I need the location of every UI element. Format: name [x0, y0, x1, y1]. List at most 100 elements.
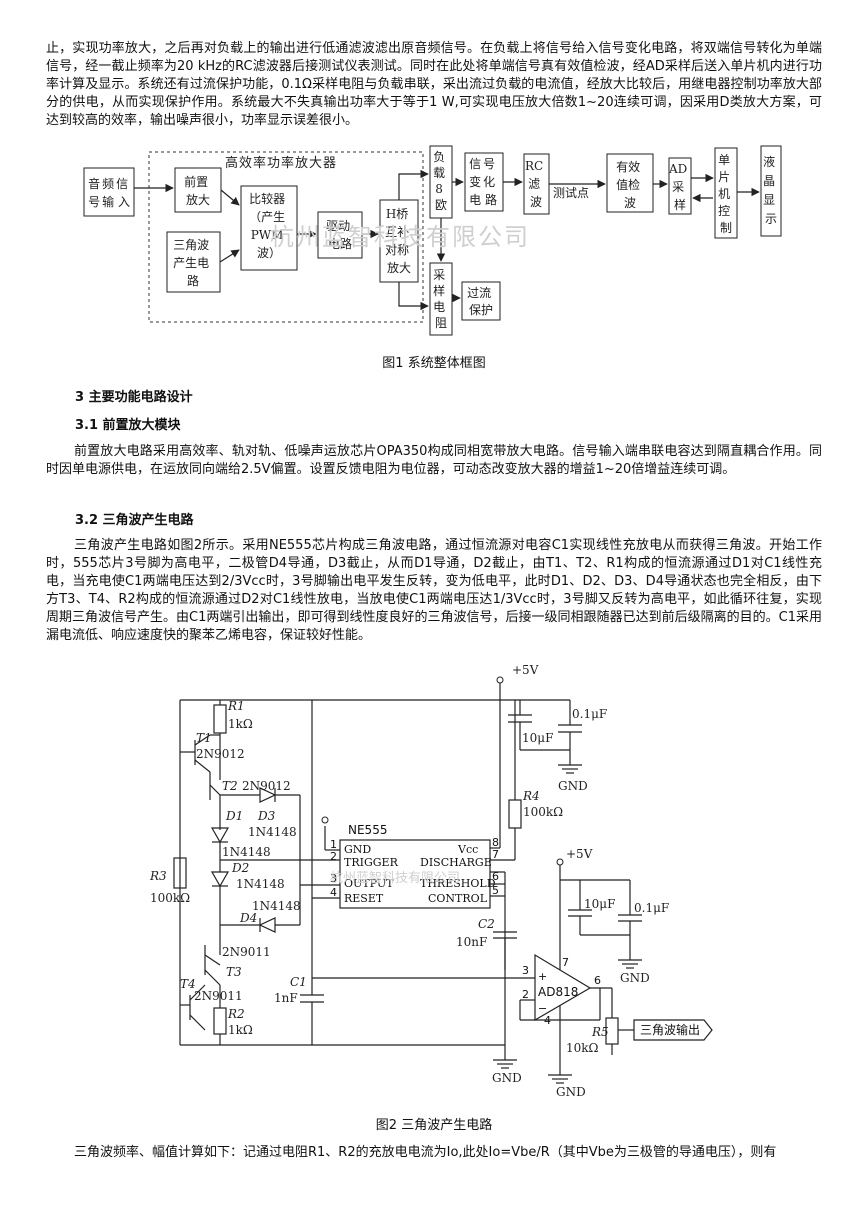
audio-input-l5: 输	[102, 194, 114, 209]
block-sample-resistor	[429, 262, 453, 336]
mcu-l4: 控	[718, 204, 730, 218]
driver-l1: 驱动	[326, 219, 350, 233]
label-pin1: 1	[330, 838, 337, 851]
triangle-gen-l3: 路	[187, 273, 199, 288]
label-pin7: 7	[492, 848, 499, 861]
audio-input-l2: 频	[102, 177, 114, 191]
svg-text:信 号 变 化 电: 信 号 变 化 电 路	[469, 157, 499, 207]
label-t2-part: 2N9012	[242, 779, 291, 793]
sample-resistor-l3: 电	[433, 300, 445, 314]
signal-change-l6: 路	[485, 192, 497, 207]
label-r1: R1	[227, 699, 245, 713]
block-ad-sampling	[668, 157, 692, 215]
svg-text:NE555 GND TRIGGER: NE555 GND TRIGGER OUTPUT RESET Vcc DISCH…	[330, 823, 700, 1037]
signal-change-l3: 变	[469, 174, 481, 189]
label-pin5: 5	[492, 884, 499, 897]
rms-detector-l3: 波	[624, 196, 636, 210]
label-d2-part: 1N4148	[236, 877, 285, 891]
svg-text:音 频 信 号 输: 音 频 信 号 输 入	[88, 176, 132, 209]
overcurrent-l2: 保护	[469, 303, 493, 317]
svg-text:液 晶 显 示: 液 晶 显 示	[763, 154, 779, 226]
ad-sampling-l2: 采	[672, 180, 684, 194]
load-l3: 8	[435, 182, 443, 196]
signal-change-l5: 电	[469, 193, 481, 207]
intro-paragraph: 止，实现功率放大，之后再对负载上的输出进行低通滤波滤出原音频信号。在负载上将信号…	[46, 41, 822, 128]
figure1-block-diagram: 高效率功率放大器 音 频 信 号 输 入 前置 放大 比较器 （产生 PWM 波…	[83, 145, 782, 336]
triangle-gen-l2: 产生电	[173, 256, 209, 270]
label-op-pin2: 2	[522, 988, 529, 1001]
ad-sampling-l1: AD	[668, 162, 687, 176]
svg-text:过流 保护: 过流 保护	[467, 286, 495, 317]
h-bridge-l2: 互补	[385, 225, 409, 239]
label-vcc-top: +5V	[512, 663, 539, 677]
overcurrent-l1: 过流	[467, 286, 491, 300]
label-t4: T4	[180, 977, 196, 991]
label-pin-threshold: THRESHOLD	[420, 877, 496, 890]
section31-text: 前置放大电路采用高效率、轨对轨、低噪声运放芯片OPA350构成同相宽带放大电路。…	[46, 444, 822, 477]
label-d3-part: 1N4148	[248, 825, 297, 839]
label-op-plus: +	[538, 970, 547, 983]
power-amp-region-label: 高效率功率放大器	[225, 155, 337, 171]
test-point-label: 测试点	[553, 185, 589, 200]
triangle-gen-l1: 三角波	[173, 238, 209, 252]
sample-resistor-l2: 样	[433, 283, 445, 298]
label-pin-trigger: TRIGGER	[344, 856, 399, 869]
section3-heading: 3 主要功能电路设计	[75, 390, 193, 405]
audio-input-l6: 入	[118, 195, 130, 209]
label-d1: D1	[225, 809, 243, 823]
comparator-l4: 波）	[257, 246, 281, 260]
svg-text:采 样 电 阻: 采 样 电 阻	[433, 268, 449, 330]
figure1-caption: 图1 系统整体框图	[382, 356, 486, 371]
rms-detector-l1: 有效	[616, 159, 640, 174]
comparator-l1: 比较器	[249, 191, 285, 206]
label-pin8: 8	[492, 836, 499, 849]
label-c1: C1	[290, 975, 307, 989]
label-r3: R3	[149, 869, 167, 883]
sample-resistor-l4: 阻	[435, 316, 447, 330]
label-pin2: 2	[330, 850, 337, 863]
h-bridge-l3: 对称	[385, 243, 409, 257]
ad-sampling-l3: 样	[674, 197, 686, 212]
rc-filter-l1: RC	[525, 159, 543, 173]
lcd-l3: 显	[763, 193, 775, 207]
label-pin-gnd: GND	[344, 843, 371, 856]
svg-text:AD 采 样: AD 采 样	[668, 162, 691, 212]
preamp-l2: 放大	[186, 192, 210, 207]
label-r4-val: 100kΩ	[523, 805, 563, 819]
lcd-l1: 液	[763, 154, 775, 169]
svg-text:比较器 （产生 PWM 波）: 比较器 （产生 PWM 波）	[249, 191, 289, 260]
svg-text:RC 滤 波: RC 滤 波	[525, 159, 547, 209]
label-t1: T1	[196, 731, 212, 745]
label-chip: NE555	[348, 823, 387, 837]
label-r5: R5	[591, 1025, 609, 1039]
label-r2-val: 1kΩ	[228, 1023, 253, 1037]
svg-text:驱动 电路: 驱动 电路	[326, 219, 354, 251]
block-lcd	[760, 145, 782, 237]
svg-text:H桥 互补 对称 放大: H桥 互补 对称 放大	[385, 207, 413, 275]
bottom-paragraph: 三角波频率、幅值计算如下：记通过电阻R1、R2的充放电电流为Io,此处Io=Vb…	[74, 1145, 777, 1160]
load-l4: 欧	[435, 198, 447, 212]
audio-input-l3: 信	[116, 177, 128, 191]
block-driver	[317, 211, 363, 259]
svg-text:三角波 产生电 路: 三角波 产生电 路	[173, 238, 213, 288]
label-pin-control: CONTROL	[428, 892, 488, 905]
mcu-l1: 单	[718, 153, 730, 167]
label-pin-output: OUTPUT	[344, 877, 394, 890]
label-d1-part: 1N4148	[222, 845, 271, 859]
label-op-pin3: 3	[522, 964, 529, 977]
h-bridge-l4: 放大	[387, 260, 411, 275]
label-cap10-right: 10μF	[584, 897, 615, 911]
mcu-l3: 机	[718, 187, 730, 201]
section32-text: 三角波产生电路如图2所示。采用NE555芯片构成三角波电路，通过恒流源对电容C1…	[46, 538, 822, 643]
label-op-minus: −	[538, 1002, 547, 1015]
label-r4: R4	[522, 789, 540, 803]
label-vcc-right: +5V	[566, 847, 593, 861]
label-d4: D4	[239, 911, 257, 925]
label-op-pin7: 7	[562, 956, 569, 969]
load-l2: 载	[433, 166, 445, 180]
label-t2: T2	[222, 779, 238, 793]
label-pin-vcc: Vcc	[457, 843, 478, 856]
signal-change-l4: 化	[483, 175, 495, 189]
label-r2: R2	[227, 1007, 245, 1021]
svg-text:+5V R1 1kΩ T1: +5V R1 1kΩ T1 2N9012 T2 2N9012 D1 D3 1N4…	[149, 663, 673, 1099]
